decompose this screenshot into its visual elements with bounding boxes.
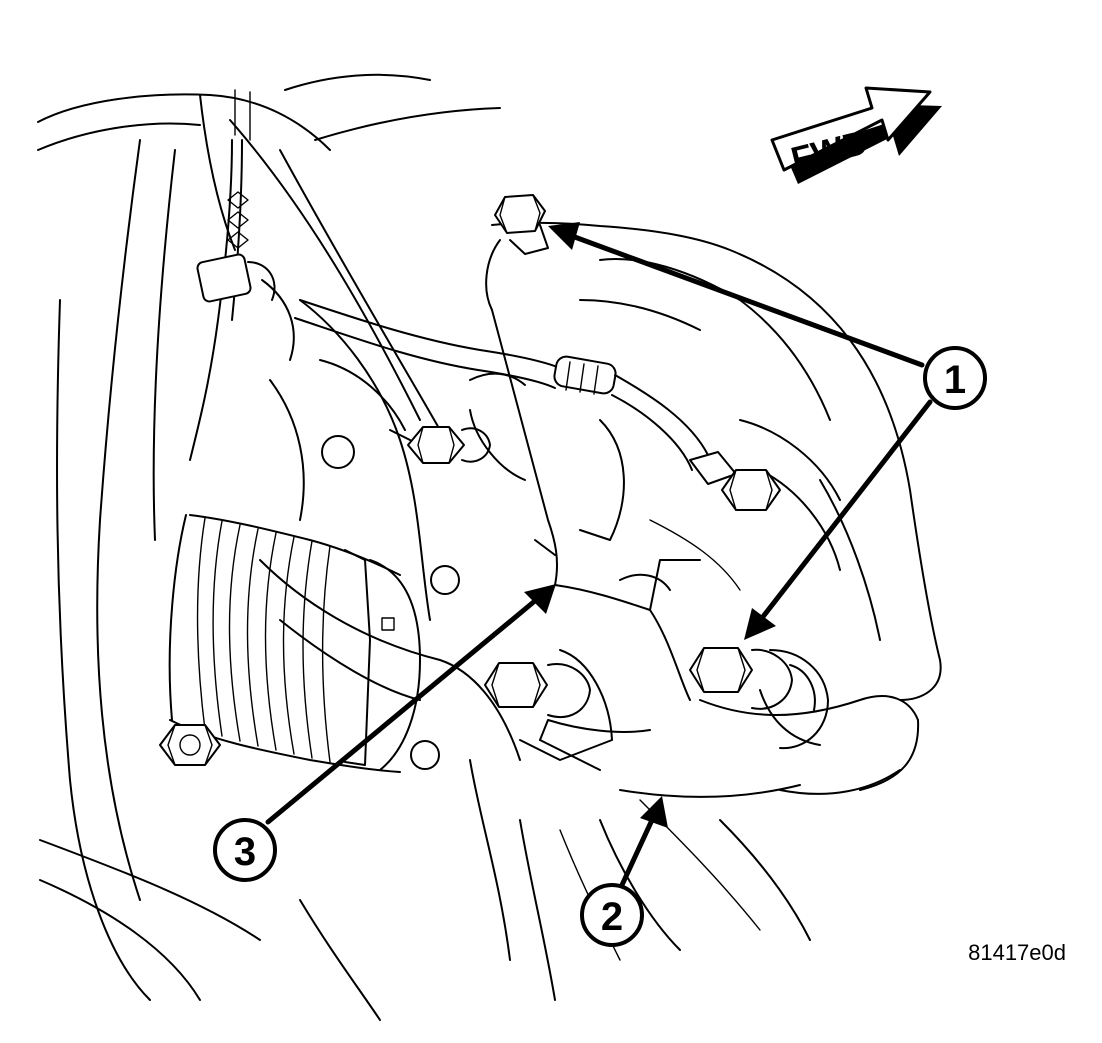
caliper-bolt-lower	[689, 647, 816, 711]
caliper-bracket-bolt-lower	[484, 649, 613, 761]
callout-number: 1	[944, 358, 966, 402]
hub-bolt-lower-left	[159, 724, 221, 766]
callout-1-upper: 1	[923, 346, 987, 410]
brake-hose	[294, 299, 781, 511]
callout-number: 3	[234, 830, 256, 874]
callout-2: 2	[580, 883, 644, 947]
caliper-bolt-upper	[494, 194, 549, 255]
hub-bolt-upper	[389, 426, 491, 464]
figure-id: 81417e0d	[968, 940, 1066, 965]
brake-caliper	[469, 221, 942, 798]
callout-number: 2	[601, 895, 623, 939]
callout-3: 3	[213, 818, 277, 882]
suspension-linework	[37, 73, 901, 1021]
callout-leaders	[265, 222, 933, 888]
fwd-direction-arrow	[770, 86, 942, 184]
